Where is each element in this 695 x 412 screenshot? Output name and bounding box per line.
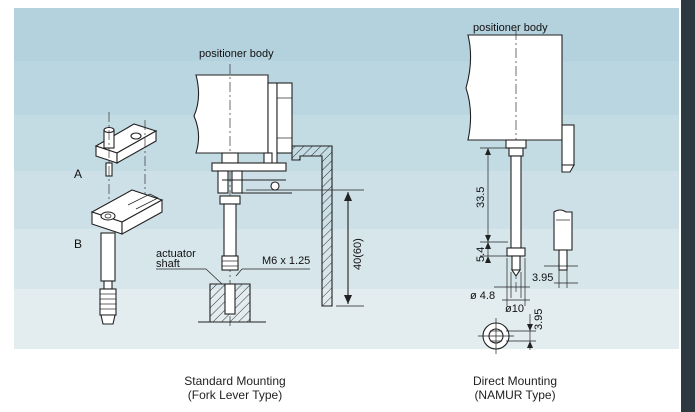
band-1 [14,8,679,61]
part-b-drawing [90,189,164,325]
direct-mounting-caption: Direct Mounting (NAMUR Type) [430,374,600,402]
standard-mounting-drawing [156,64,364,326]
standard-mounting-caption: Standard Mounting (Fork Lever Type) [150,374,320,402]
standard-mounting-subtitle: (Fork Lever Type) [187,388,283,402]
positioner-body-label-left: positioner body [199,48,274,60]
dim-5-4-label: 5.4 [475,247,487,262]
dim-3-95-bottom-label: 3.95 [533,309,545,330]
part-a-label: A [74,167,82,181]
actuator-shaft-label-line2: shaft [156,258,180,270]
background-bands [14,0,695,412]
right-border [681,0,695,412]
actuator-shaft-label-line1: actuator [156,248,196,260]
thread-label: M6 x 1.25 [262,255,310,267]
standard-mounting-title: Standard Mounting [184,374,286,388]
band-2 [14,61,679,115]
direct-mounting-title: Direct Mounting [472,374,558,388]
positioner-body-label-right: positioner body [473,22,548,34]
dim-dia-4-8-label: ø 4.8 [470,290,495,302]
dim-33-5-label: 33.5 [475,187,487,208]
dim-dia-10-label: ø10 [505,303,524,315]
part-b-label: B [74,237,82,251]
stroke-dimension-label: 40(60) [352,238,364,270]
direct-mounting-drawing [465,30,578,354]
direct-mounting-subtitle: (NAMUR Type) [474,388,556,402]
part-a-drawing [94,112,158,320]
dim-3-95-side-label: 3.95 [532,272,553,284]
